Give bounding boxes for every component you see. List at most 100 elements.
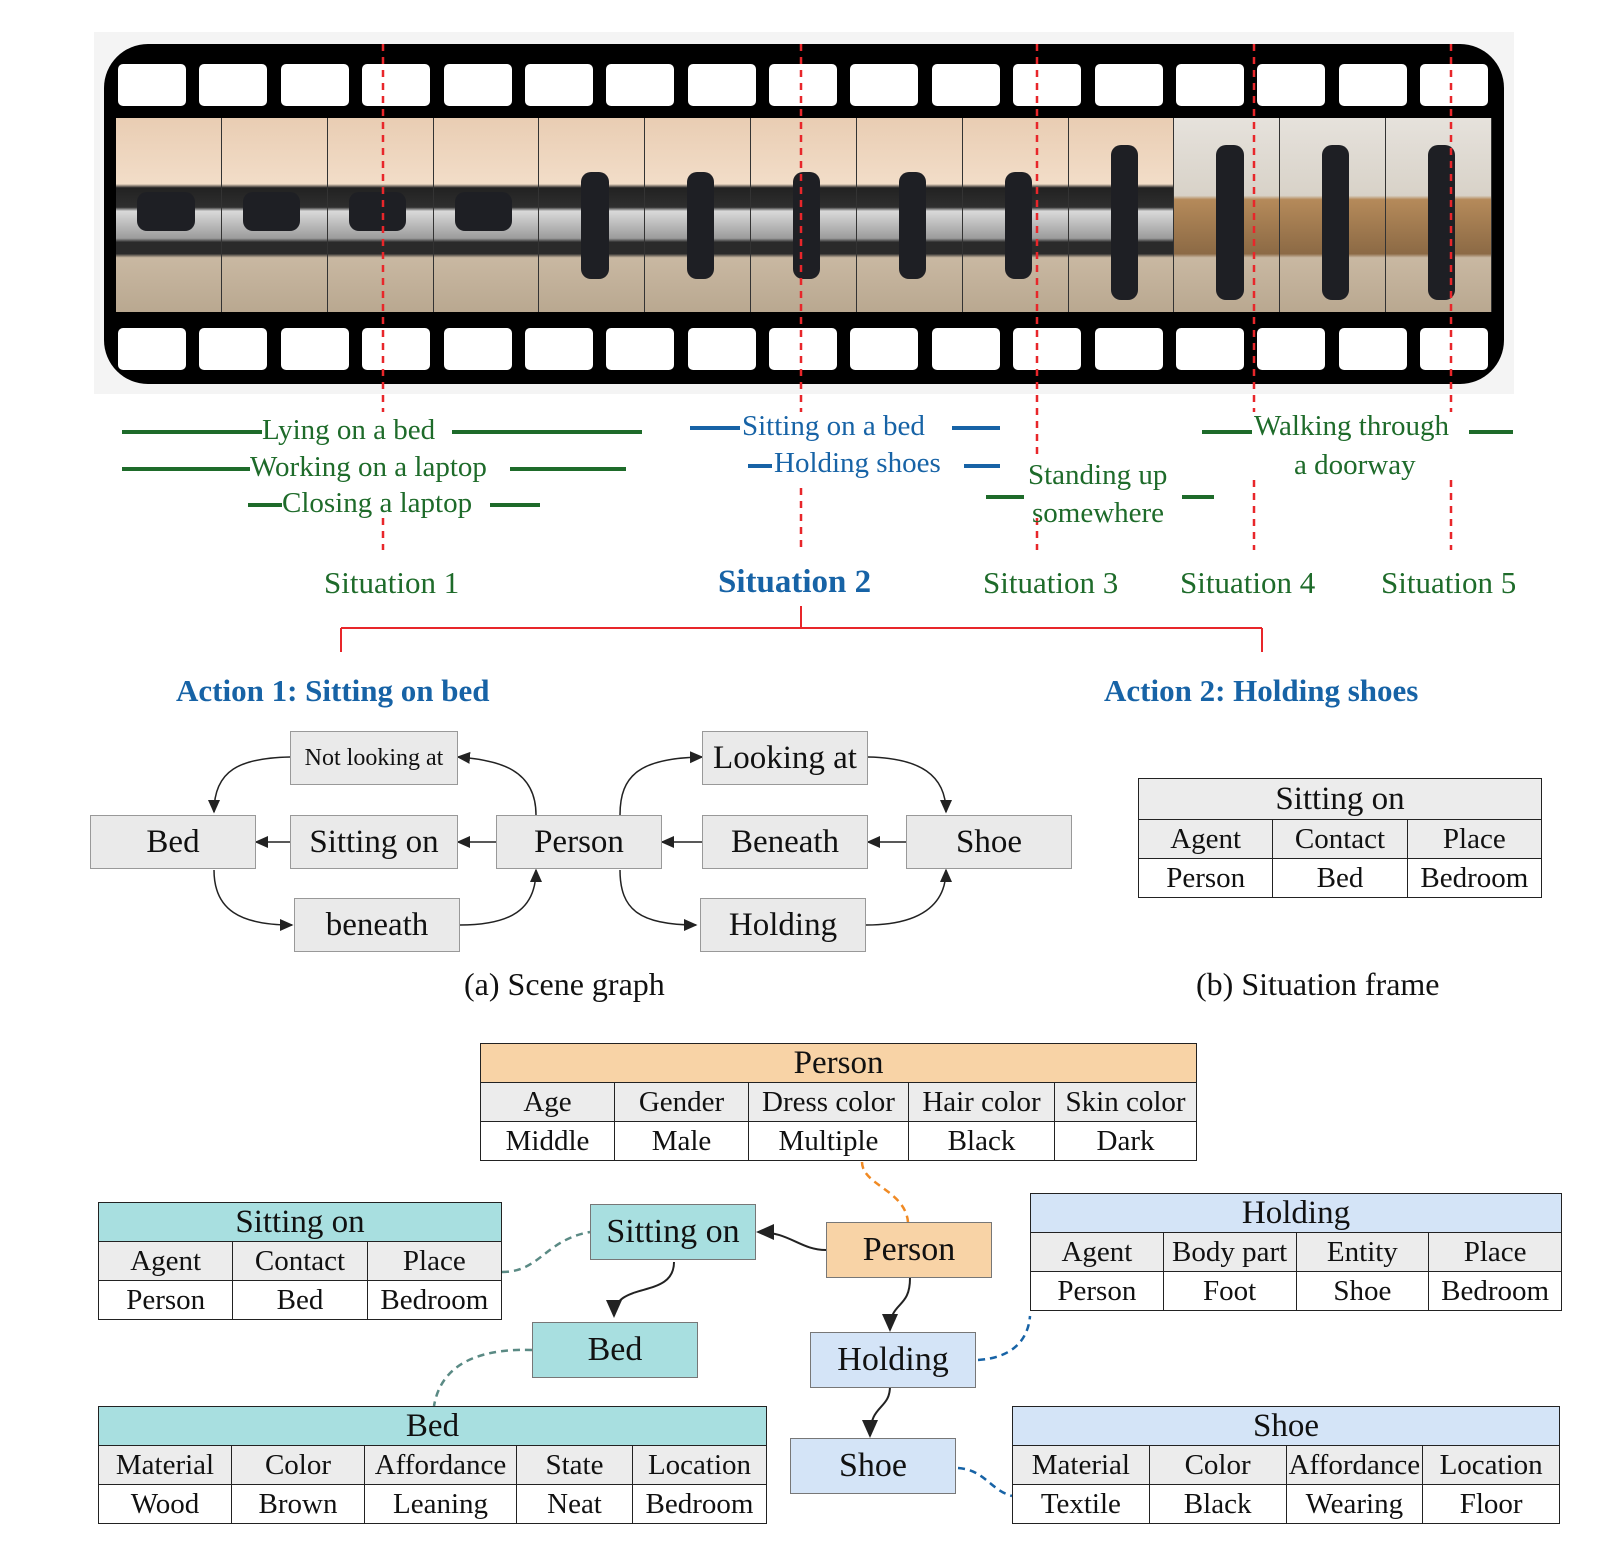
video-frame (539, 118, 646, 312)
sprocket-hole (1175, 328, 1244, 370)
table-header: State (516, 1445, 633, 1485)
holding-attribute-table: Holding Agent Body part Entity Place Per… (1030, 1193, 1562, 1311)
table-cell: Dark (1053, 1121, 1198, 1161)
node-sitting-on: Sitting on (290, 815, 458, 869)
table-cell: Bedroom (1428, 1271, 1562, 1311)
person-figure (136, 191, 195, 231)
table-header: Material (1012, 1445, 1150, 1485)
node-not-looking-at: Not looking at (290, 731, 458, 785)
sprocket-hole (850, 328, 919, 370)
table-title: Sitting on (98, 1202, 502, 1242)
person-figure (1216, 145, 1244, 301)
graph-node-holding: Holding (810, 1332, 976, 1388)
shoe-attribute-table: Shoe Material Color Affordance Location … (1012, 1406, 1560, 1524)
table-header: Place (366, 1241, 503, 1281)
sprocket-hole (443, 64, 512, 106)
graph-node-bed: Bed (532, 1322, 698, 1378)
table-header: Material (98, 1445, 232, 1485)
sprocket-hole (443, 328, 512, 370)
sprocket-row-bottom (118, 328, 1488, 370)
person-figure (1428, 145, 1456, 301)
sprocket-hole (850, 64, 919, 106)
person-figure (687, 172, 715, 279)
table-cell: Textile (1012, 1484, 1150, 1524)
table-header: Place (1428, 1232, 1562, 1272)
graph-node-sitting-on: Sitting on (590, 1204, 756, 1260)
table-cell: Bed (1272, 858, 1408, 898)
situation-3: Situation 3 (983, 565, 1119, 600)
video-frames (116, 118, 1492, 312)
table-cell: Black (1148, 1484, 1287, 1524)
sprocket-hole (1094, 64, 1163, 106)
table-cell: Bedroom (1406, 858, 1543, 898)
person-figure (242, 191, 301, 231)
video-frame (1068, 118, 1175, 312)
shoe-link (957, 1466, 1013, 1498)
sprocket-hole (769, 328, 837, 370)
table-title: Bed (97, 1406, 768, 1446)
table-title: Shoe (1012, 1406, 1560, 1446)
node-shoe: Shoe (906, 815, 1072, 869)
caption-scene-graph: (a) Scene graph (464, 966, 665, 1002)
video-frame (1174, 118, 1281, 312)
table-cell: Neat (516, 1484, 633, 1524)
bed-attribute-table: Bed Material Color Affordance State Loca… (97, 1406, 768, 1524)
situation-5: Situation 5 (1381, 565, 1517, 600)
situation2-bracket (340, 606, 1263, 652)
video-frame (856, 118, 963, 312)
sprocket-hole (524, 64, 593, 106)
sitting-link (501, 1230, 591, 1274)
node-person: Person (496, 815, 662, 869)
sprocket-hole (931, 328, 1000, 370)
sprocket-hole (362, 64, 431, 106)
video-frame (751, 118, 857, 312)
action-1-title: Action 1: Sitting on bed (176, 673, 490, 708)
video-frame (116, 118, 222, 312)
table-cell: Male (614, 1121, 749, 1161)
graph-node-person: Person (826, 1222, 992, 1278)
table-header: Agent (1030, 1232, 1164, 1272)
sprocket-hole (687, 328, 756, 370)
scene-graph-edges (208, 751, 952, 931)
sprocket-hole (606, 328, 675, 370)
sprocket-hole (199, 328, 268, 370)
table-header: Color (1148, 1445, 1287, 1485)
table-cell: Brown (231, 1484, 365, 1524)
person-figure (454, 191, 513, 231)
table-header: Agent (97, 1241, 234, 1281)
video-frame (1386, 118, 1492, 312)
video-frame (433, 118, 540, 312)
table-title: Holding (1030, 1193, 1562, 1233)
table-cell: Bedroom (631, 1484, 768, 1524)
green-duration-bars (122, 430, 1513, 507)
table-header: Location (631, 1445, 768, 1485)
person-attribute-table: Person Age Gender Dress color Hair color… (479, 1043, 1198, 1161)
sprocket-hole (1420, 64, 1488, 106)
person-figure (898, 172, 927, 279)
video-frame (327, 118, 434, 312)
person-link (860, 1161, 910, 1223)
table-header: Entity (1295, 1232, 1430, 1272)
table-cell: Foot (1162, 1271, 1297, 1311)
table-cell: Wearing (1285, 1484, 1424, 1524)
label-standing-up: Standing up (1028, 459, 1168, 491)
table-cell: Shoe (1295, 1271, 1430, 1311)
person-figure (793, 172, 821, 279)
sprocket-hole (524, 328, 593, 370)
person-figure (1004, 172, 1032, 279)
label-walking-through: Walking through (1254, 410, 1449, 442)
table-header: Hair color (908, 1082, 1055, 1122)
situation-2: Situation 2 (718, 564, 872, 600)
sprocket-hole (1257, 64, 1326, 106)
sprocket-hole (931, 64, 1000, 106)
sprocket-hole (1338, 64, 1407, 106)
sprocket-hole (1175, 64, 1244, 106)
node-beneath-upper: Beneath (702, 815, 868, 869)
sprocket-hole (280, 328, 349, 370)
video-frame (221, 118, 328, 312)
table-header: Dress color (748, 1082, 909, 1122)
person-figure (1110, 145, 1138, 301)
node-bed: Bed (90, 815, 256, 869)
sprocket-hole (118, 64, 186, 106)
